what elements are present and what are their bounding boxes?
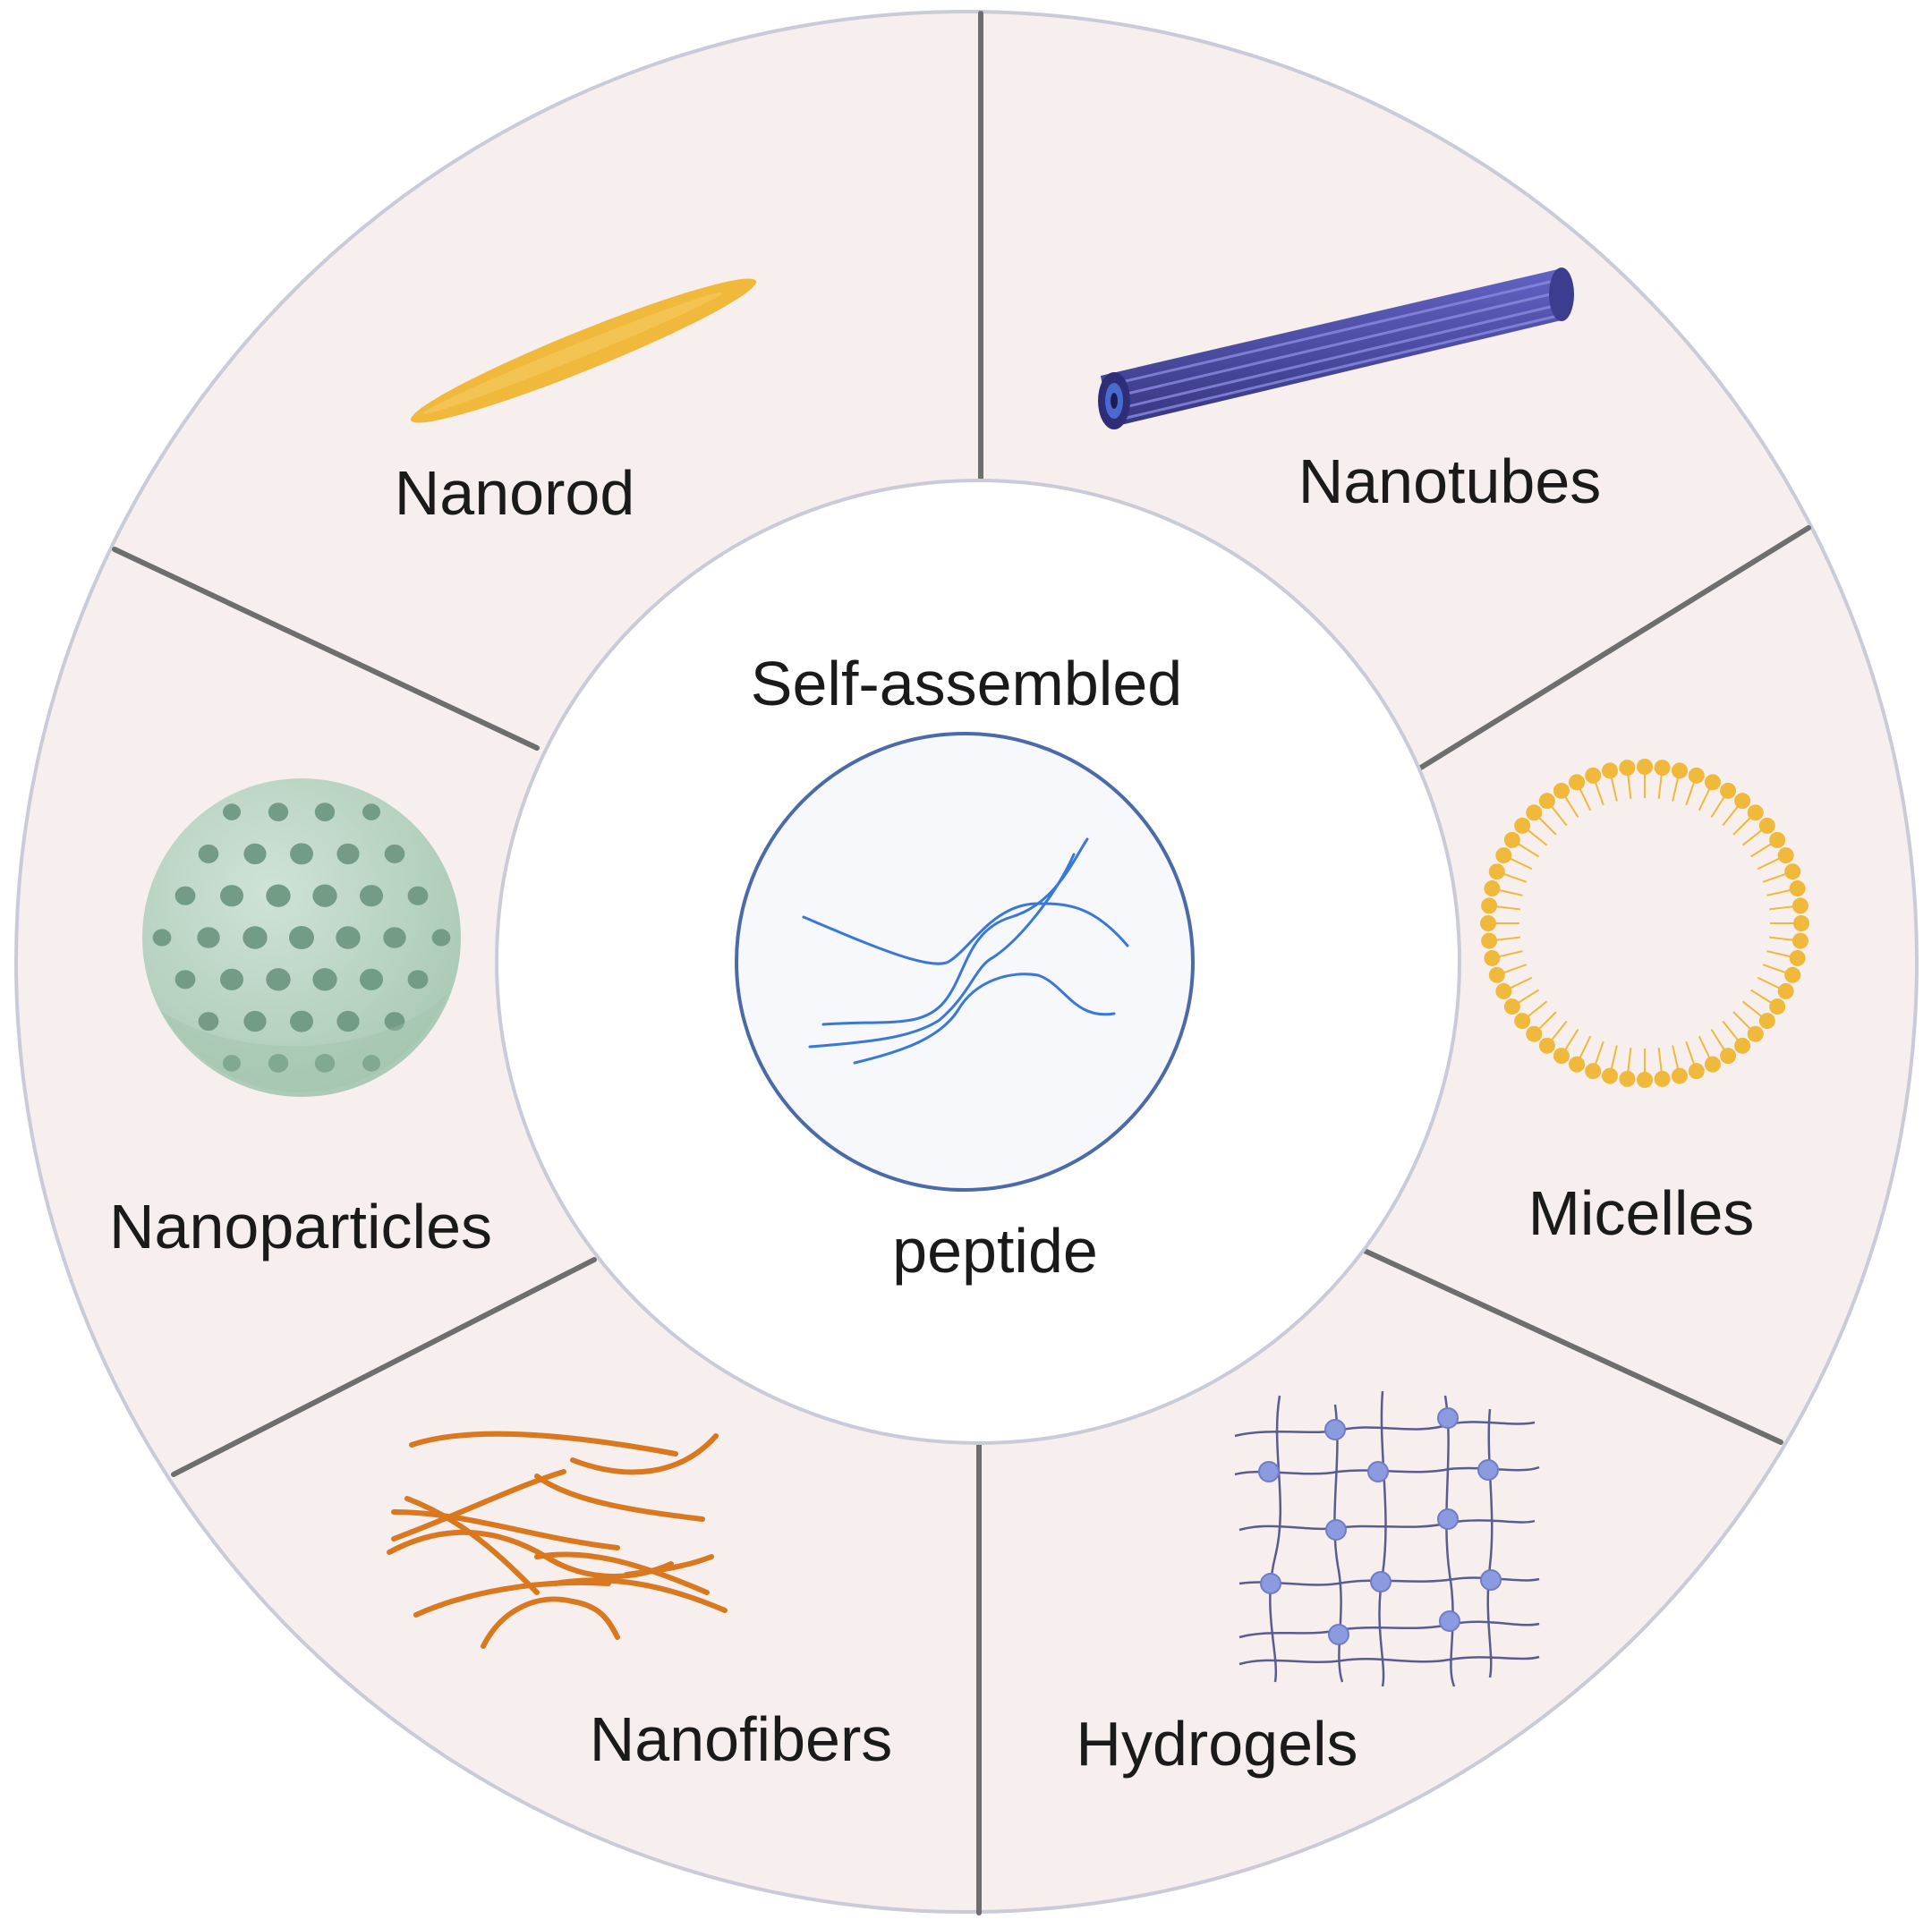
peptide-strands-icon [735,732,1195,1192]
segment-label-nanorod: Nanorod [395,458,635,528]
segment-label-nanotubes: Nanotubes [1298,446,1602,516]
nanorod-icon [410,278,757,423]
segment-label-hydrogels: Hydrogels [1076,1709,1358,1779]
micelle-icon [1480,759,1809,1088]
segment-label-nanoparticles: Nanoparticles [109,1192,492,1261]
divider-lower-right [1352,1244,1783,1445]
divider-upper-right [1402,525,1811,780]
center-title: Self-assembled [751,649,1182,718]
divider-upper-left [112,547,540,751]
segment-label-micelles: Micelles [1528,1178,1755,1248]
segment-dividers [112,11,1811,1915]
center-subtitle: peptide [892,1216,1098,1286]
hydrogel-network-icon [1234,1390,1540,1687]
segment-label-nanofibers: Nanofibers [590,1704,893,1774]
nanofiber-mesh-icon [387,1431,728,1649]
divider-lower-left [171,1257,597,1477]
nanoparticle-sphere-icon [142,778,461,1097]
nanotube-icon [1098,268,1574,429]
